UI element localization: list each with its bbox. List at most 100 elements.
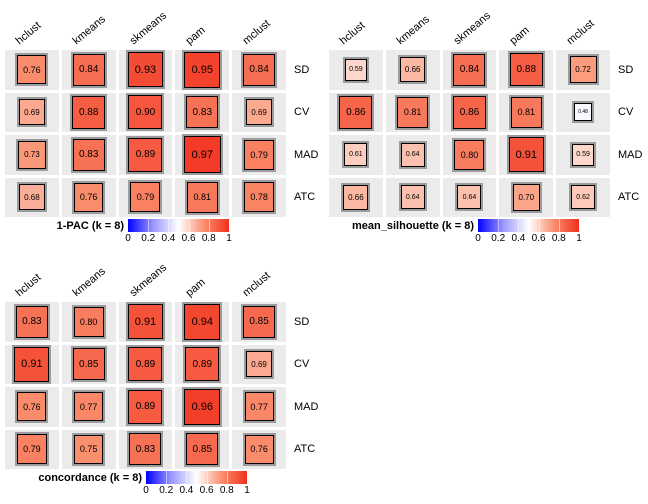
heatmap-cell: 0.89 <box>118 344 173 384</box>
cell-value: 0.61 <box>349 151 363 159</box>
heatmap-cell: 0.79 <box>232 135 286 175</box>
cell-value: 0.91 <box>515 148 537 161</box>
heatmap-cell-square: 0.69 <box>246 351 273 378</box>
heatmap-cell-square: 0.76 <box>244 434 274 464</box>
column-label: kmeans <box>394 13 432 48</box>
heatmap-cell: 0.73 <box>5 135 59 175</box>
row-label: SD <box>618 63 634 76</box>
heatmap-cell: 0.89 <box>118 387 173 427</box>
cell-value: 0.75 <box>79 444 98 455</box>
cell-value: 0.81 <box>517 107 536 118</box>
column-label: pam <box>183 24 209 48</box>
cell-value: 0.79 <box>250 149 268 160</box>
row-label: MAD <box>294 400 319 413</box>
heatmap-cell-square: 0.48 <box>574 103 593 122</box>
cell-value: 0.59 <box>349 66 363 74</box>
cell-value: 0.69 <box>251 359 267 369</box>
column-label: skmeans <box>127 9 169 48</box>
heatmap-cell-square: 0.89 <box>128 347 163 382</box>
heatmap-cell-square: 0.86 <box>452 95 486 129</box>
heatmap-cell-square: 0.80 <box>454 139 485 170</box>
heatmap-cell: 0.68 <box>5 177 59 217</box>
cell-value: 0.79 <box>23 444 41 455</box>
heatmap-cell: 0.80 <box>61 302 116 342</box>
legend-colorbar <box>146 471 247 484</box>
cell-value: 0.59 <box>576 151 590 159</box>
row-label: CV <box>618 106 634 119</box>
legend-tick-label: 0.4 <box>161 233 176 244</box>
cell-value: 0.76 <box>23 401 41 412</box>
cell-value: 0.94 <box>191 315 213 328</box>
heatmap-cell: 0.79 <box>118 177 173 217</box>
cell-value: 0.89 <box>135 358 156 370</box>
heatmap-cell-square: 0.66 <box>400 57 426 83</box>
column-label: mclust <box>240 17 273 48</box>
heatmap-cell: 0.83 <box>61 135 116 175</box>
heatmap-cell-square: 0.77 <box>74 392 104 422</box>
heatmap-cell: 0.48 <box>556 92 610 132</box>
heatmap-cell-square: 0.93 <box>127 52 163 88</box>
heatmap-cell: 0.84 <box>232 50 286 90</box>
cell-value: 0.80 <box>460 149 479 160</box>
heatmap-cell-square: 0.59 <box>572 143 595 166</box>
heatmap-cell: 0.84 <box>442 50 497 90</box>
heatmap-cell: 0.64 <box>385 135 440 175</box>
heatmap-cell-square: 0.76 <box>17 55 47 85</box>
legend-title: concordance (k = 8) <box>38 472 142 484</box>
heatmap-cell-square: 0.90 <box>128 95 163 130</box>
cell-value: 0.83 <box>78 149 99 161</box>
legend-title: 1-PAC (k = 8) <box>56 220 124 232</box>
cell-value: 0.64 <box>405 151 420 159</box>
cell-value: 0.64 <box>405 193 420 201</box>
heatmap-cell-square: 0.86 <box>339 95 373 129</box>
heatmap-cell: 0.88 <box>61 92 116 132</box>
legend-tick-mark <box>227 471 228 484</box>
heatmap-cell-square: 0.89 <box>128 137 163 172</box>
column-label: hclust <box>13 271 44 300</box>
cell-value: 0.91 <box>21 358 43 371</box>
cell-value: 0.64 <box>462 193 477 201</box>
cell-value: 0.88 <box>78 106 99 118</box>
column-label: skmeans <box>451 9 493 48</box>
heatmap-cell: 0.72 <box>556 50 610 90</box>
heatmap-cell: 0.95 <box>175 50 230 90</box>
legend-tick-label: 0.8 <box>551 233 566 244</box>
heatmap-cell: 0.69 <box>232 92 286 132</box>
legend-tick-label: 0.2 <box>159 485 174 496</box>
cell-value: 0.77 <box>79 401 98 412</box>
column-label: kmeans <box>70 265 108 300</box>
heatmap-cell: 0.85 <box>175 429 230 469</box>
cell-value: 0.76 <box>23 64 41 75</box>
cell-value: 0.70 <box>518 192 535 202</box>
legend-tick-label: 0 <box>125 233 131 244</box>
heatmap-cell: 0.86 <box>329 92 383 132</box>
row-label: MAD <box>294 148 319 161</box>
heatmap-cell-square: 0.81 <box>186 181 218 213</box>
heatmap-cell: 0.59 <box>329 50 383 90</box>
legend-tick-label: 0.4 <box>511 233 526 244</box>
heatmap-cell: 0.86 <box>442 92 497 132</box>
column-label: hclust <box>13 19 44 48</box>
cell-value: 0.88 <box>516 64 537 76</box>
heatmap-cell: 0.91 <box>5 344 59 384</box>
heatmap-cell-square: 0.83 <box>72 138 105 171</box>
heatmap-cell-square: 0.81 <box>397 96 429 128</box>
heatmap-cell: 0.91 <box>118 302 173 342</box>
heatmap-cell: 0.76 <box>61 177 116 217</box>
heatmap-cell: 0.66 <box>385 50 440 90</box>
cell-value: 0.85 <box>78 358 99 370</box>
heatmap-cell: 0.83 <box>175 92 230 132</box>
cell-value: 0.83 <box>22 316 42 328</box>
heatmap-cell-square: 0.96 <box>184 388 221 425</box>
cell-value: 0.80 <box>79 316 98 327</box>
cell-value: 0.69 <box>24 107 40 117</box>
row-label: SD <box>294 63 310 76</box>
legend-tick-label: 0.2 <box>491 233 506 244</box>
cell-value: 0.97 <box>191 148 213 161</box>
row-label: ATC <box>294 443 316 456</box>
heatmap-cell-square: 0.79 <box>130 182 161 213</box>
heatmap-cell: 0.70 <box>499 177 554 217</box>
